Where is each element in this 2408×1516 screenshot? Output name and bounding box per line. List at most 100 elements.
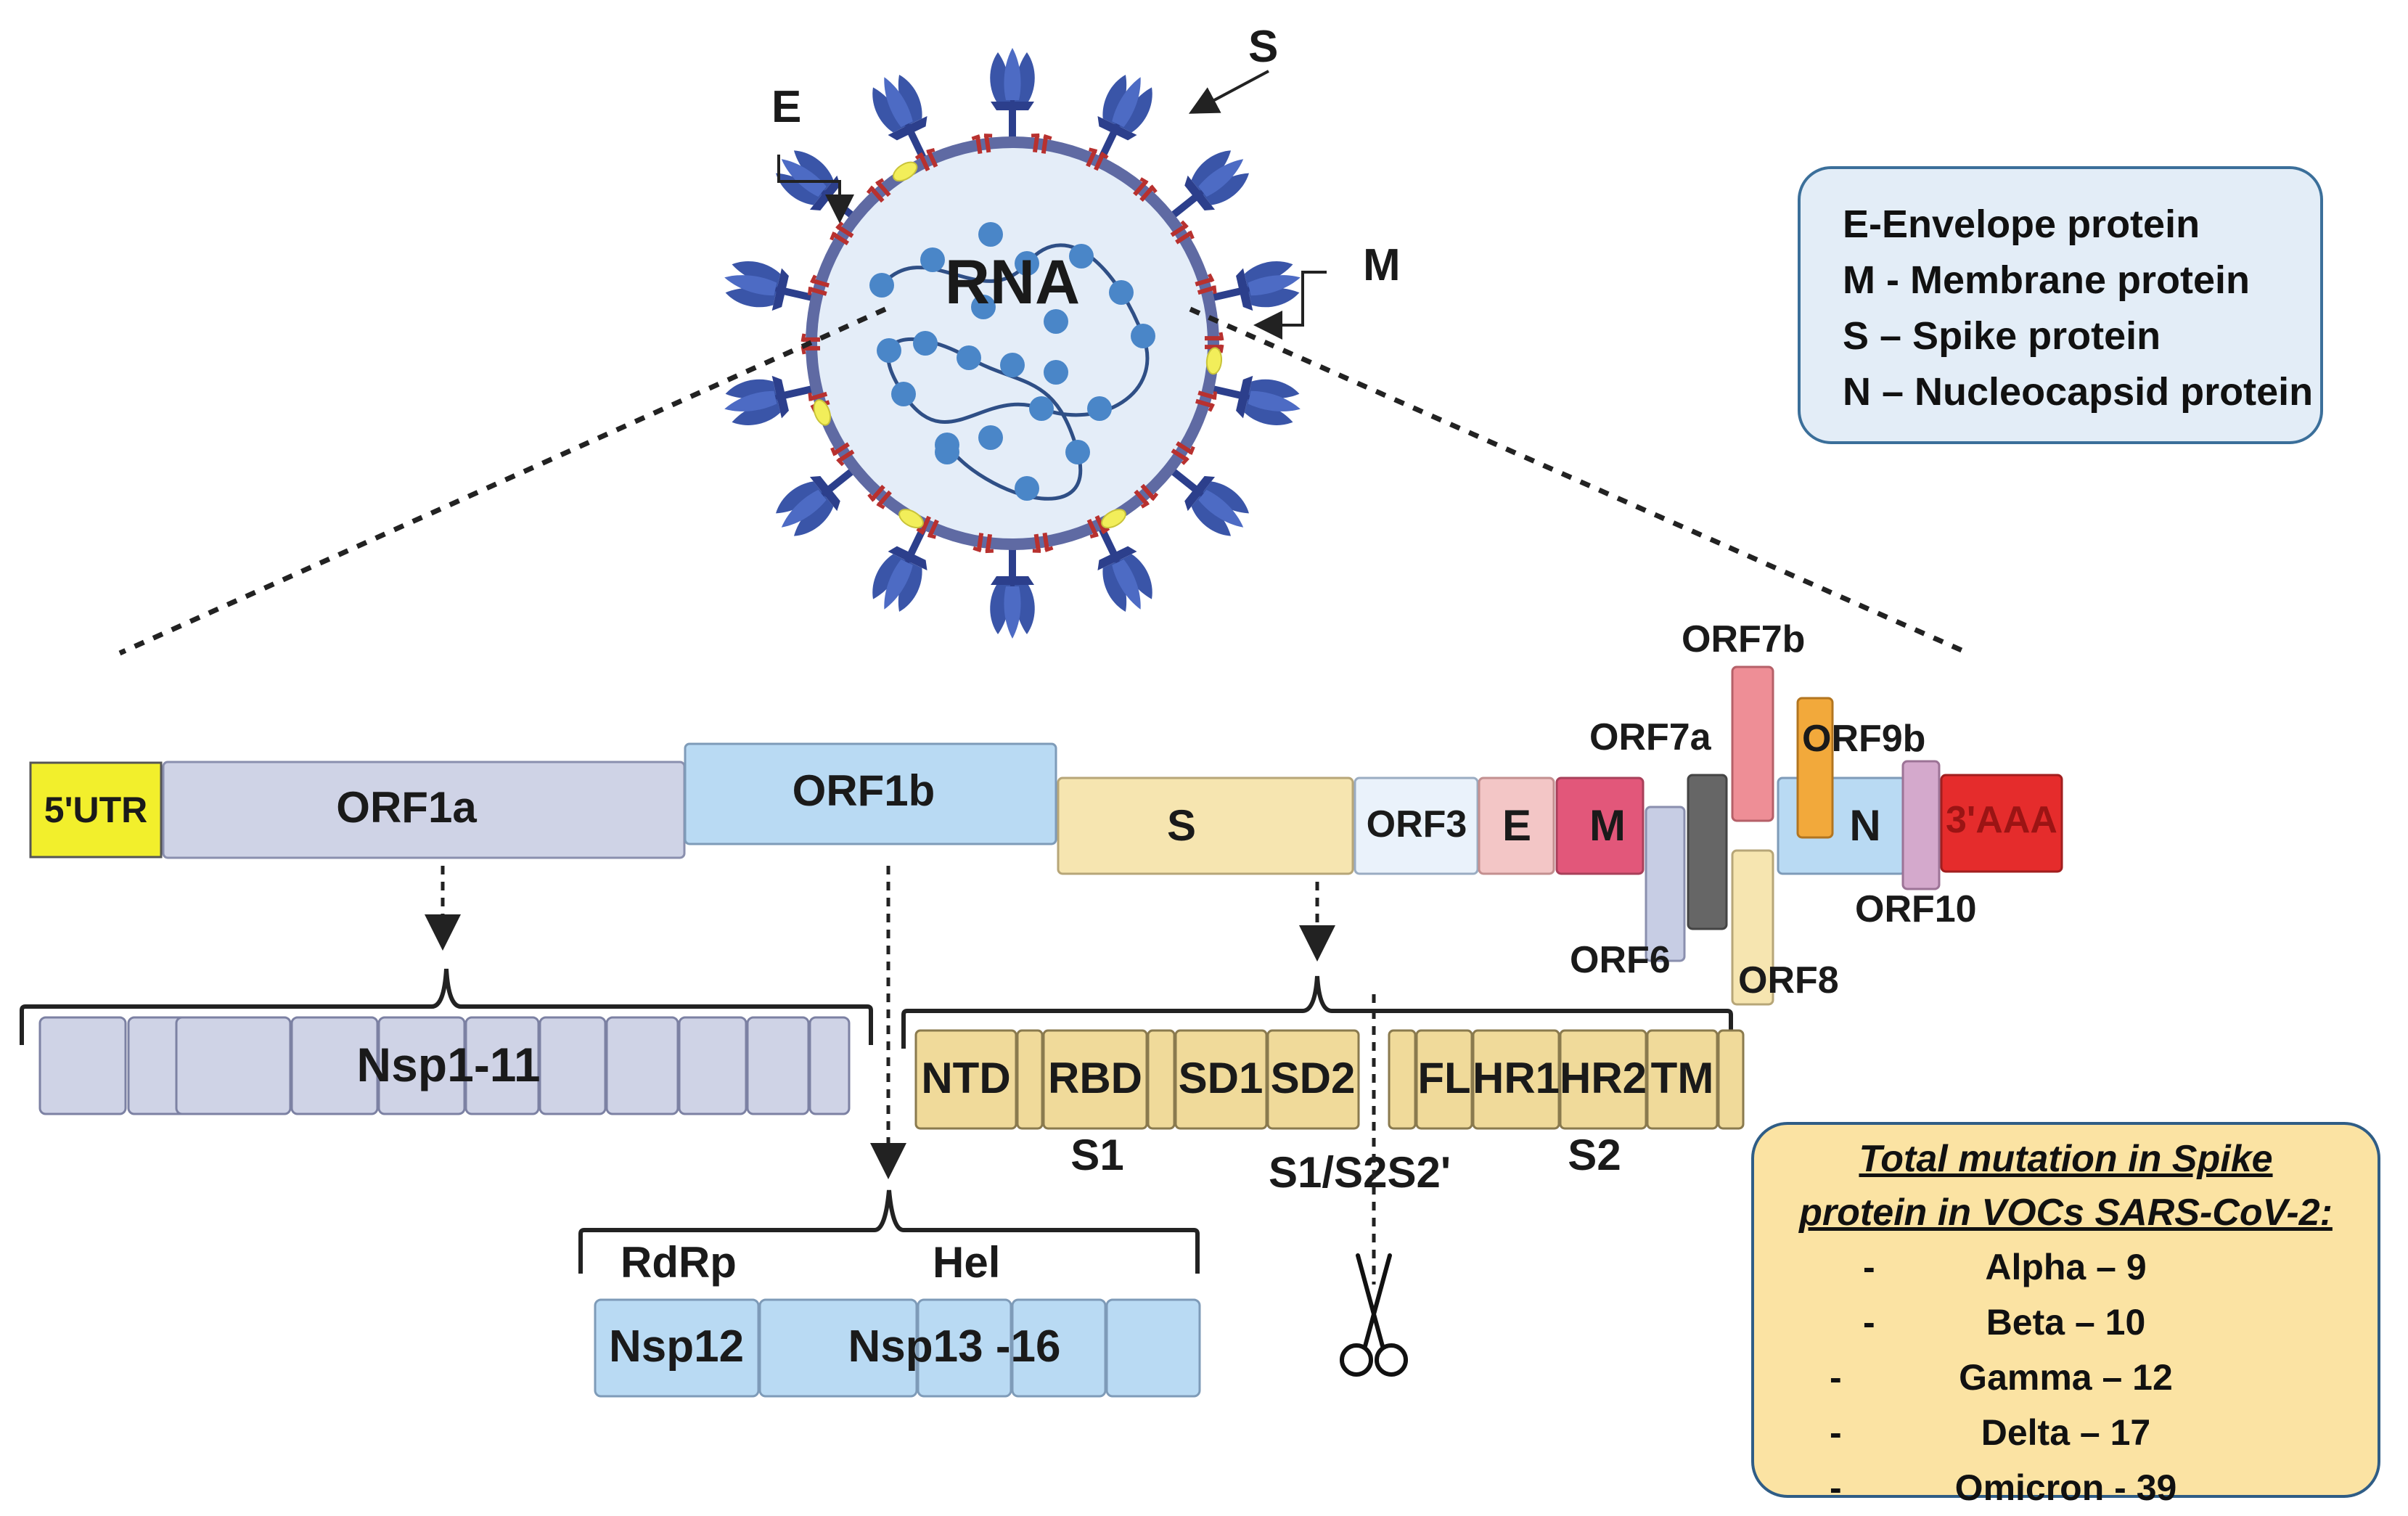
ntd-label: NTD [921, 1054, 1010, 1102]
tm-block [1646, 1029, 1719, 1130]
orf7b-label: ORF7b [1682, 618, 1805, 660]
hel-label: Hel [933, 1238, 1000, 1287]
nucleocapsid-protein [920, 247, 945, 272]
legend-item-spike: S – Spike protein [1843, 314, 2161, 358]
nucleocapsid-protein [935, 433, 959, 457]
membrane-callout-arrow [1253, 271, 1327, 340]
mutation-item-text: Gamma – 12 [1959, 1357, 2173, 1398]
nucleocapsid-protein [891, 382, 916, 406]
spike-protein [719, 255, 823, 321]
hr2-block [1559, 1029, 1647, 1130]
cleavage-site-label: S1/S2S2' [1269, 1148, 1451, 1197]
legend-item-envelope: E-Envelope protein [1843, 202, 2200, 246]
nsp-block-3 [175, 1016, 292, 1115]
nsp-block-6 [464, 1016, 540, 1115]
orf8-segment [1731, 849, 1774, 1006]
rdrp-label: RdRp [621, 1238, 737, 1287]
nucleocapsid-protein [1044, 309, 1068, 334]
mutation-item-text: Alpha – 9 [1985, 1247, 2147, 1287]
nucleocapsid-protein [1109, 280, 1134, 305]
nsp-block-9 [678, 1016, 748, 1115]
nsp-block-8 [605, 1016, 679, 1115]
orf1b-label: ORF1b [793, 766, 935, 815]
nsp-block-1 [38, 1016, 127, 1115]
nsp-block-10 [746, 1016, 810, 1115]
nsp14-block [917, 1298, 1012, 1398]
nsp1-11-blocks [38, 1016, 851, 1115]
nsp12-label: Nsp12 [609, 1322, 744, 1372]
orf3-segment [1354, 777, 1479, 875]
spike-callout-label: S [1248, 22, 1278, 72]
orf7b-segment [1731, 665, 1774, 822]
envelope-callout-label: E [771, 82, 801, 132]
nucleocapsid-protein [877, 338, 901, 363]
orf10-label: ORF10 [1855, 888, 1977, 930]
mutation-item-alpha: - Alpha – 9 [1754, 1240, 2378, 1295]
hr1-label: HR1 [1473, 1054, 1560, 1102]
envelope-callout-arrow [777, 155, 854, 224]
n-label: N [1849, 801, 1880, 850]
orf7a-label: ORF7a [1589, 716, 1712, 758]
viral-interior [817, 148, 1208, 538]
s2-label: S2 [1568, 1131, 1621, 1179]
spike-linker-block [1717, 1029, 1745, 1130]
m-segment [1555, 777, 1645, 875]
nsp-block-5 [377, 1016, 466, 1115]
bullet-dash: - [1863, 1302, 1875, 1343]
spike-protein [990, 48, 1035, 144]
projection-line-left [118, 306, 887, 656]
nsp-block-7 [538, 1016, 607, 1115]
nucleocapsid-protein [978, 425, 1003, 450]
s-label: S [1167, 801, 1196, 850]
nucleocapsid-protein [957, 345, 981, 370]
nucleocapsid-protein [1029, 396, 1054, 421]
rbd-block [1042, 1029, 1148, 1130]
sd1-label: SD1 [1179, 1054, 1264, 1102]
orf1a-label: ORF1a [336, 783, 477, 832]
orf1b-bracket [578, 1189, 1200, 1274]
mutation-item-text: Delta – 17 [1981, 1412, 2151, 1453]
nucleocapsid-protein [913, 331, 938, 356]
orf1a-bracket [20, 968, 873, 1045]
spike-linker-block [1016, 1029, 1044, 1130]
nsp1-11-label: Nsp1-11 [356, 1038, 540, 1091]
mutation-box-title-line2: protein in VOCs SARS-CoV-2: [1799, 1192, 2333, 1234]
nucleocapsid-protein [1065, 440, 1090, 464]
mutation-item-text: Omicron - 39 [1954, 1467, 2177, 1508]
legend-item-membrane: M - Membrane protein [1843, 258, 2251, 302]
mutation-item-omicron: - Omicron - 39 [1754, 1460, 2378, 1515]
bullet-dash: - [1863, 1247, 1875, 1287]
bullet-dash: - [1830, 1467, 1842, 1508]
nucleocapsid-protein [971, 295, 996, 319]
nucleocapsid-protein [1087, 396, 1112, 421]
sd1-block [1174, 1029, 1268, 1130]
spike-callout-arrow [1188, 70, 1269, 114]
orf3-label: ORF3 [1367, 803, 1467, 845]
nsp15-block [1011, 1298, 1107, 1398]
legend-item-nucleocapsid: N – Nucleocapsid protein [1843, 370, 2314, 414]
nucleocapsid-protein [1015, 251, 1039, 276]
mutation-item-delta: - Delta – 17 [1754, 1405, 2378, 1460]
nsp-block-11 [808, 1016, 851, 1115]
s1-label: S1 [1070, 1131, 1123, 1179]
scissors-icon [1340, 1253, 1408, 1377]
bullet-dash: - [1830, 1412, 1842, 1453]
nsp13-block [758, 1298, 918, 1398]
mutation-item-beta: -Beta – 10 [1754, 1295, 2378, 1350]
orf1b-products: RdRp Hel Nsp12 Nsp13 -16 [578, 1189, 1201, 1398]
protein-legend: E-Envelope protein M - Membrane protein … [1798, 166, 2323, 444]
membrane-callout-label: M [1363, 240, 1401, 290]
m-label: M [1589, 801, 1626, 850]
spike-protein [990, 543, 1035, 639]
spike-mutation-box: Total mutation in Spike protein in VOCs … [1751, 1122, 2380, 1508]
bullet-dash: - [1830, 1357, 1842, 1398]
ntd-block [914, 1029, 1017, 1130]
nucleocapsid-protein [978, 222, 1003, 247]
tm-label: TM [1651, 1054, 1714, 1102]
genome-map: 5'UTR ORF1a ORF1b S ORF3 E M ORF6 ORF7a … [29, 618, 2063, 1006]
spike-linker-block [1388, 1029, 1417, 1130]
sd2-label: SD2 [1271, 1054, 1356, 1102]
orf10-segment [1901, 760, 1941, 890]
hr1-block [1472, 1029, 1560, 1130]
